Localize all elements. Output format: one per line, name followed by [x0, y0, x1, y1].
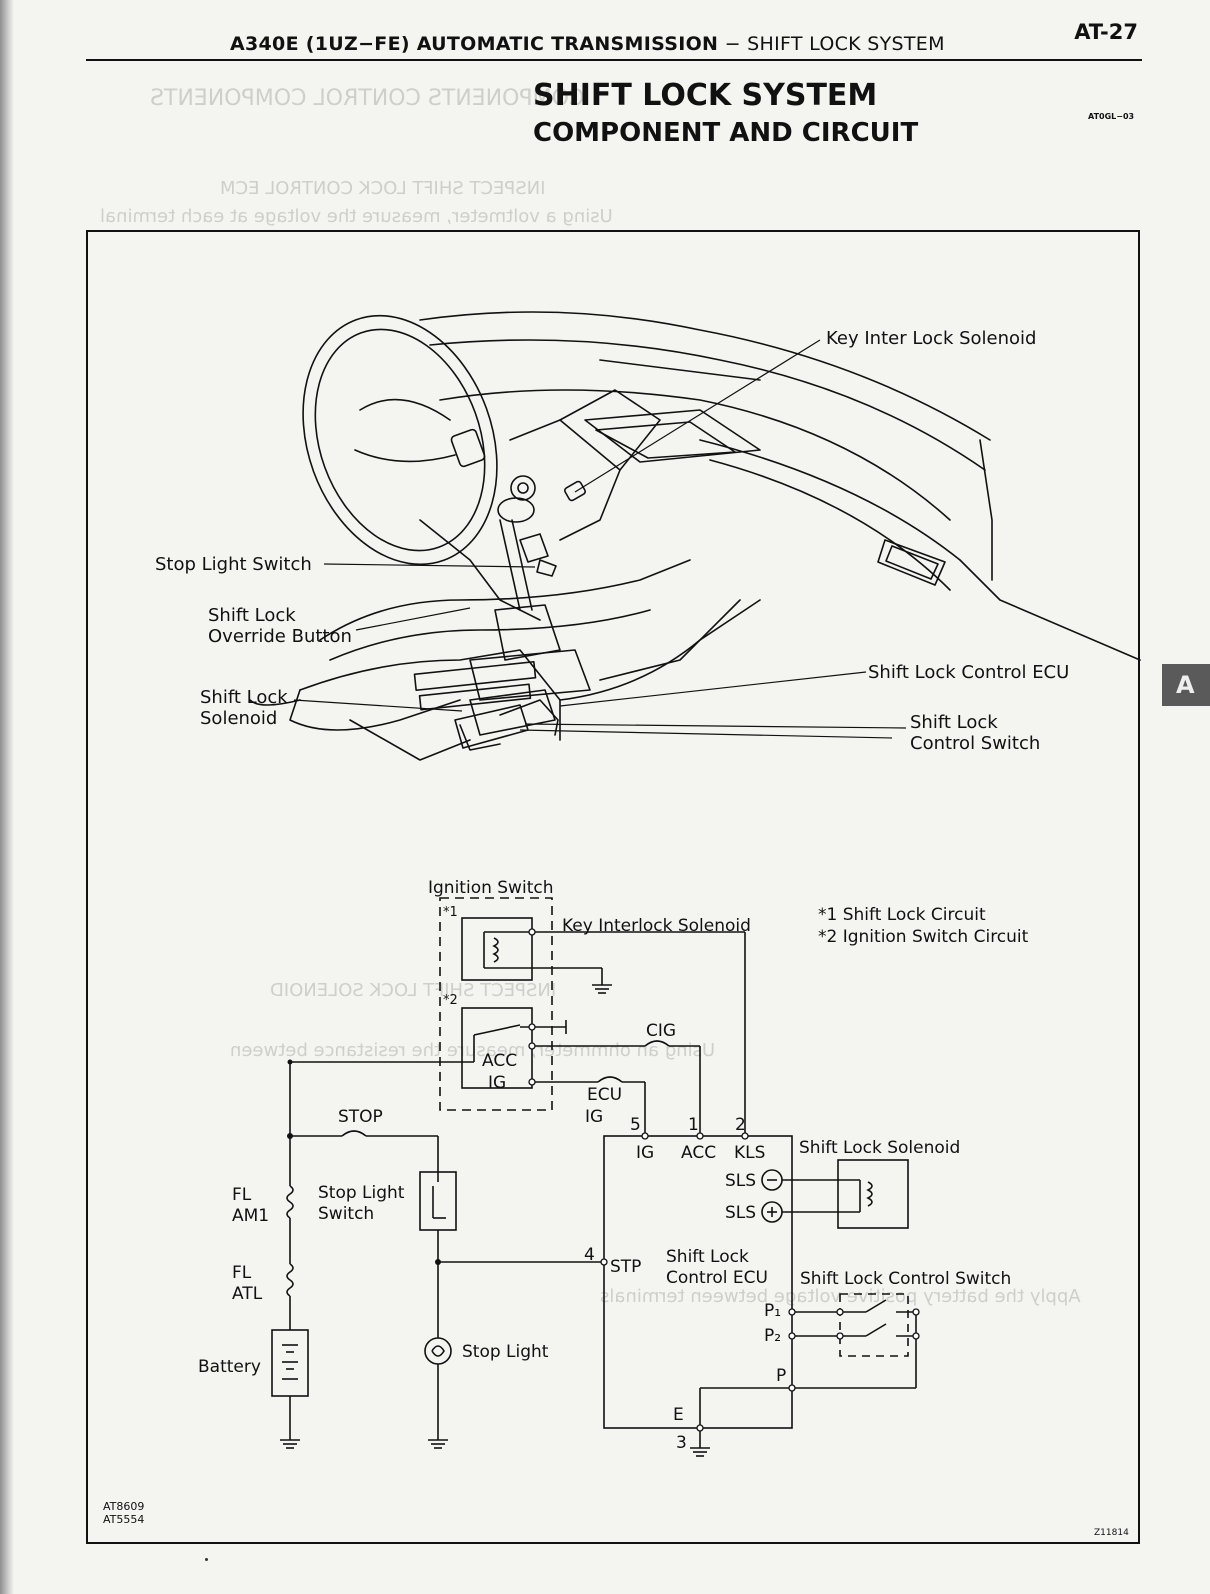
header-title: A340E (1UZ−FE) AUTOMATIC TRANSMISSION − … [230, 33, 945, 55]
ecu-label-line1: Shift Lock [666, 1247, 749, 1267]
shift-lock-control-switch-box [839, 1293, 909, 1357]
terminal-ig: IG [636, 1143, 654, 1163]
acc-label: ACC [482, 1051, 517, 1071]
dashboard-illustration [249, 311, 1141, 761]
figure-frame [86, 230, 1140, 1544]
ignition-switch-label: Ignition Switch [428, 878, 553, 898]
section-title: SHIFT LOCK SYSTEM [533, 78, 878, 113]
pin-5: 5 [630, 1115, 641, 1135]
ecu-ig-fuse-label-line2: IG [585, 1107, 603, 1127]
cig-fuse [644, 1040, 670, 1047]
fl-atl-label-line2: ATL [232, 1284, 263, 1304]
battery-box [271, 1329, 309, 1397]
callout-stop-light-switch: Stop Light Switch [155, 554, 312, 575]
terminal-kls: KLS [734, 1143, 765, 1163]
ecu-label-line2: Control ECU [666, 1268, 768, 1288]
footer-codes: AT8609 AT5554 [103, 1500, 144, 1526]
callout-key-inter-lock-solenoid: Key Inter Lock Solenoid [826, 328, 1036, 349]
stop-fuse [341, 1130, 367, 1137]
terminal-sls-negative: SLS [725, 1171, 756, 1191]
pin-3: 3 [676, 1433, 687, 1453]
connection-dots [528, 928, 920, 1432]
shift-lock-solenoid-coil [866, 1181, 873, 1207]
stop-light-switch-label-line1: Stop Light [318, 1183, 405, 1203]
section-tab: A [1162, 664, 1210, 706]
figure-code: AT0GL−03 [1088, 112, 1135, 121]
callout-leaders [293, 339, 907, 739]
ecu-ig-fuse-label-line1: ECU [587, 1085, 622, 1105]
fl-am1-fusible-link [286, 1185, 294, 1219]
terminal-stp: STP [610, 1257, 641, 1277]
header-title-bold: A340E (1UZ−FE) AUTOMATIC TRANSMISSION [230, 33, 719, 55]
callout-shift-lock-control-ecu: Shift Lock Control ECU [868, 662, 1069, 683]
fl-am1-label-line2: AM1 [232, 1206, 269, 1226]
shift-lock-solenoid-label: Shift Lock Solenoid [799, 1138, 960, 1158]
note-ignition-switch-circuit: *2 Ignition Switch Circuit [818, 927, 1029, 947]
ig-label: IG [488, 1073, 506, 1093]
callout-override-button-line1: Shift Lock [208, 605, 296, 626]
callout-shift-lock-solenoid-line1: Shift Lock [200, 687, 288, 708]
pin-4: 4 [584, 1245, 595, 1265]
terminal-p2: P₂ [764, 1326, 781, 1346]
terminal-p: P [776, 1366, 786, 1386]
ignition-switch-boundary [439, 897, 553, 1111]
fl-am1-label-line1: FL [232, 1185, 252, 1205]
key-interlock-coil [492, 937, 499, 963]
terminal-e: E [673, 1405, 684, 1425]
footer-code-2: AT5554 [103, 1513, 145, 1526]
page-speck [205, 1558, 208, 1561]
star2-marker: *2 [443, 993, 458, 1008]
terminal-acc: ACC [681, 1143, 716, 1163]
battery-label: Battery [198, 1357, 261, 1377]
stop-light-label: Stop Light [462, 1342, 549, 1362]
footer-code-1: AT8609 [103, 1500, 145, 1513]
callout-control-switch-line2: Control Switch [910, 733, 1040, 754]
ecu-ig-fuse [597, 1076, 623, 1083]
stop-light-switch-label-line2: Switch [318, 1204, 374, 1224]
terminal-p1: P₁ [764, 1301, 781, 1321]
key-interlock-solenoid-box [461, 917, 533, 981]
cig-fuse-label: CIG [646, 1021, 676, 1041]
terminal-sls-positive: SLS [725, 1203, 756, 1223]
key-interlock-solenoid-label: Key Interlock Solenoid [562, 916, 751, 936]
footer-code-right: Z11814 [1094, 1528, 1129, 1538]
page-binding-shadow [0, 0, 14, 1594]
pin-2: 2 [735, 1115, 746, 1135]
shift-lock-solenoid-box [837, 1159, 909, 1229]
callout-override-button-line2: Override Button [208, 626, 352, 647]
wiring-diagram [271, 897, 917, 1457]
stop-fuse-label: STOP [338, 1107, 383, 1127]
pin-1: 1 [688, 1115, 699, 1135]
header-title-rest: − SHIFT LOCK SYSTEM [718, 33, 945, 55]
note-shift-lock-circuit: *1 Shift Lock Circuit [818, 905, 986, 925]
fl-atl-fusible-link [286, 1263, 294, 1297]
stop-light-bulb [424, 1337, 452, 1365]
page-number: AT-27 [1074, 20, 1138, 44]
fl-atl-label-line1: FL [232, 1263, 252, 1283]
header-rule [86, 59, 1142, 61]
star1-marker: *1 [443, 905, 458, 920]
callout-shift-lock-solenoid-line2: Solenoid [200, 708, 277, 729]
shift-lock-control-switch-label: Shift Lock Control Switch [800, 1269, 1011, 1289]
ignition-switch-contact [473, 1024, 521, 1036]
section-subtitle: COMPONENT AND CIRCUIT [533, 118, 919, 148]
callout-control-switch-line1: Shift Lock [910, 712, 998, 733]
